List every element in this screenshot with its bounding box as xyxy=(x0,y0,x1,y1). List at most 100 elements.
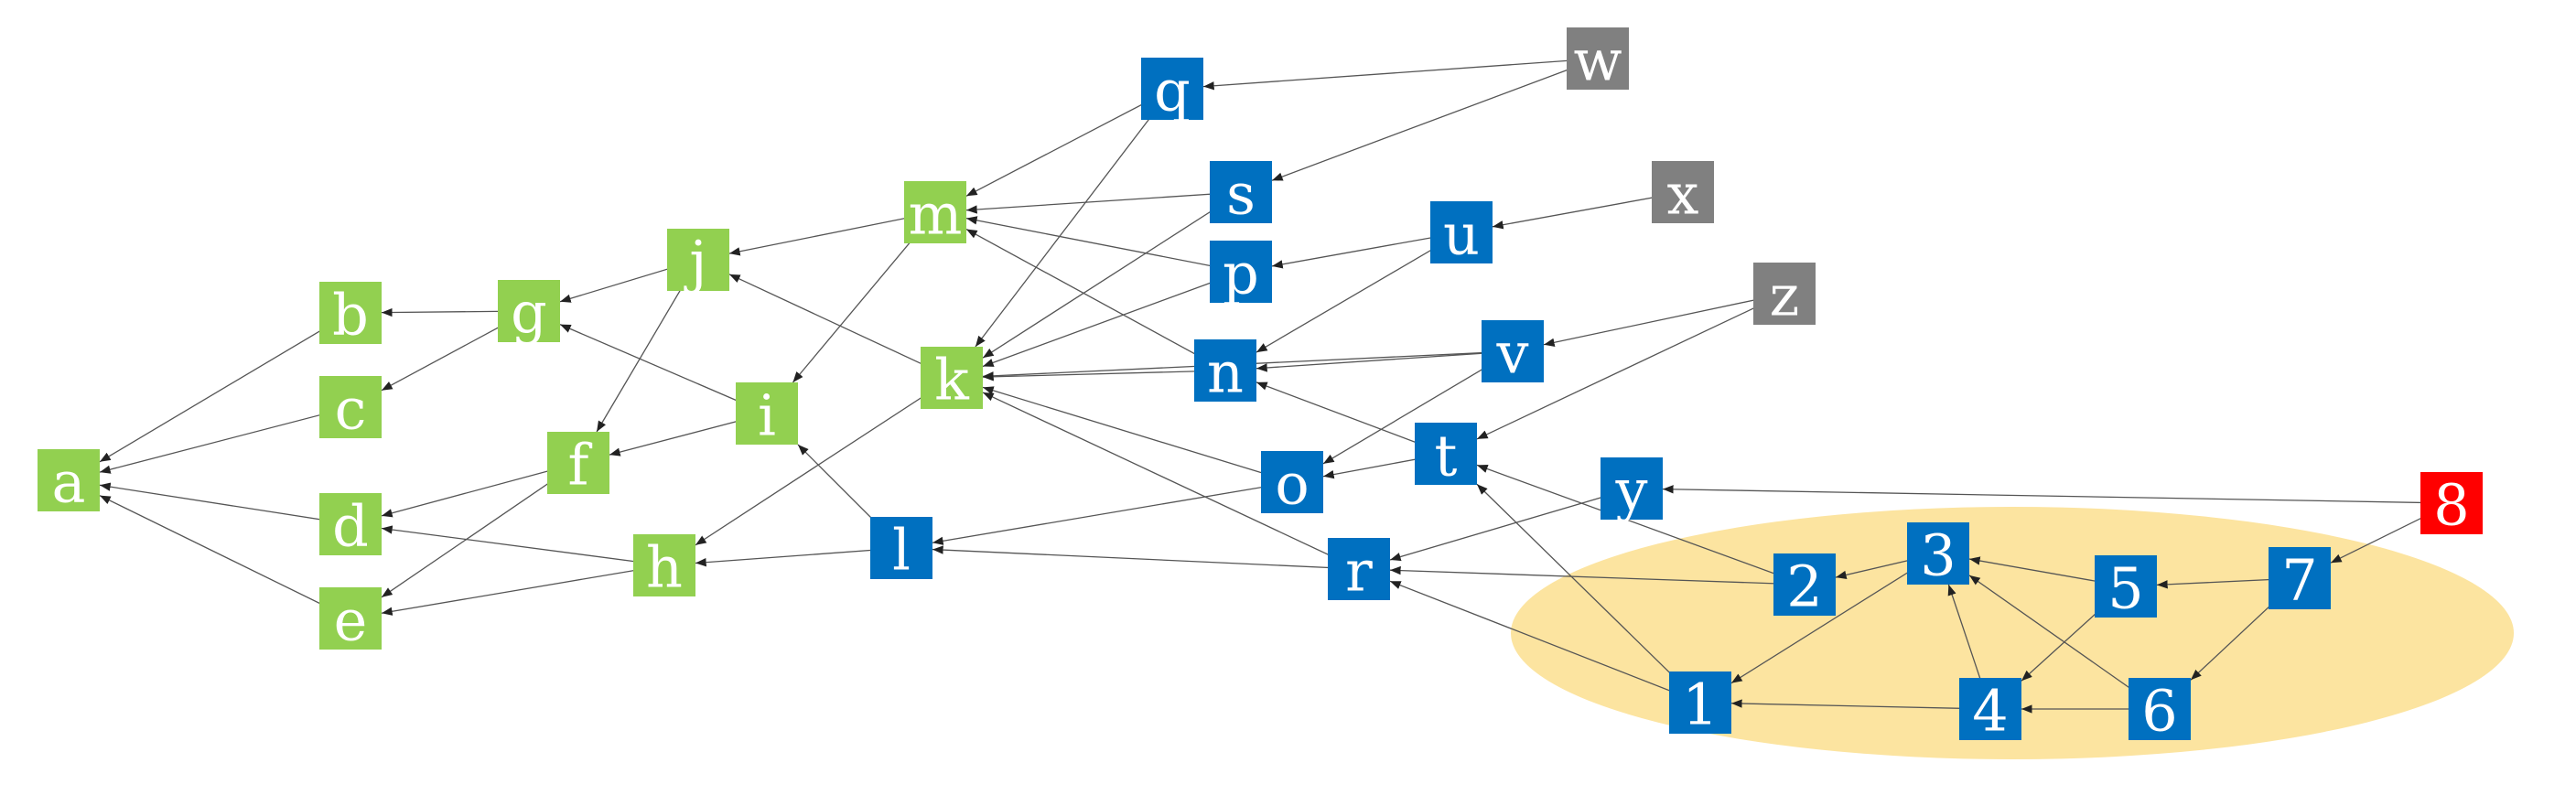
edge-m-to-j xyxy=(728,211,936,256)
edge-d-to-a xyxy=(99,482,351,525)
node-label-r: r xyxy=(1345,538,1373,605)
node-box-h xyxy=(633,534,695,596)
node-x: x xyxy=(1652,161,1714,228)
node-p: p xyxy=(1210,241,1272,307)
edge-y-to-r xyxy=(1389,488,1633,562)
edge-r-to-l xyxy=(932,545,1360,570)
edge-t-to-n xyxy=(1256,381,1447,455)
node-box-2 xyxy=(1773,553,1836,616)
node-1: 1 xyxy=(1669,671,1731,738)
node-box-8 xyxy=(2420,472,2483,534)
node-i: i xyxy=(736,382,798,449)
node-box-c xyxy=(319,376,382,438)
node-label-o: o xyxy=(1275,451,1309,518)
node-label-3: 3 xyxy=(1920,522,1956,589)
node-box-m xyxy=(904,181,966,243)
edge-o-to-l xyxy=(932,481,1293,545)
edge-h-to-e xyxy=(381,564,665,616)
edge-v-to-o xyxy=(1322,350,1514,465)
node-label-d: d xyxy=(332,493,369,560)
node-6: 6 xyxy=(2129,678,2191,745)
edge-8-to-y xyxy=(1662,485,2452,504)
node-label-v: v xyxy=(1495,320,1528,387)
edge-e-to-a xyxy=(99,495,351,619)
node-box-g xyxy=(498,280,560,342)
edge-u-to-n xyxy=(1256,231,1462,353)
edge-v-to-n xyxy=(1256,350,1514,372)
edge-z-to-v xyxy=(1543,293,1785,347)
node-label-i: i xyxy=(758,382,776,449)
node-5: 5 xyxy=(2095,555,2157,622)
node-d: d xyxy=(319,493,382,560)
edge-h-to-d xyxy=(381,525,665,566)
node-box-t xyxy=(1415,423,1477,485)
node-box-r xyxy=(1328,538,1390,600)
node-box-b xyxy=(319,282,382,344)
edge-f-to-d xyxy=(381,462,579,518)
edge-o-to-k xyxy=(982,386,1293,483)
node-box-k xyxy=(921,347,983,409)
node-2: 2 xyxy=(1773,553,1836,620)
edge-i-to-g xyxy=(559,324,768,414)
node-c: c xyxy=(319,376,382,443)
node-box-e xyxy=(319,587,382,650)
node-label-4: 4 xyxy=(1972,678,2008,745)
node-j: j xyxy=(667,229,729,295)
node-box-w xyxy=(1567,27,1629,90)
edge-p-to-m xyxy=(965,216,1242,273)
node-e: e xyxy=(319,587,382,654)
edge-f-to-e xyxy=(381,462,579,598)
node-n: n xyxy=(1194,339,1256,406)
node-m: m xyxy=(904,181,966,248)
node-u: u xyxy=(1430,201,1493,268)
node-label-s: s xyxy=(1226,161,1256,228)
node-7: 7 xyxy=(2269,547,2331,614)
edge-2-to-t xyxy=(1476,464,1805,586)
node-box-q xyxy=(1141,58,1203,120)
node-box-f xyxy=(547,432,609,494)
node-z: z xyxy=(1753,263,1816,329)
highlight-region xyxy=(1511,507,2514,759)
edge-r-to-k xyxy=(982,392,1360,570)
node-box-7 xyxy=(2269,547,2331,609)
node-label-x: x xyxy=(1667,161,1699,228)
edge-2-to-r xyxy=(1389,565,1805,586)
edge-1-to-r xyxy=(1389,580,1701,704)
node-b: b xyxy=(319,282,382,349)
node-box-u xyxy=(1430,201,1493,263)
node-label-k: k xyxy=(934,347,969,414)
node-label-u: u xyxy=(1443,201,1480,268)
edge-q-to-k xyxy=(975,88,1173,348)
node-label-t: t xyxy=(1435,423,1458,489)
edge-w-to-q xyxy=(1202,58,1599,91)
node-label-c: c xyxy=(335,376,367,443)
node-box-3 xyxy=(1907,522,1969,585)
node-k: k xyxy=(921,347,983,414)
node-label-m: m xyxy=(909,181,963,248)
edge-x-to-u xyxy=(1492,191,1684,230)
node-w: w xyxy=(1567,27,1629,94)
node-8: 8 xyxy=(2420,472,2483,539)
edge-q-to-m xyxy=(965,88,1173,197)
node-label-g: g xyxy=(511,280,547,347)
node-r: r xyxy=(1328,538,1390,605)
node-y: y xyxy=(1601,457,1663,524)
node-label-y: y xyxy=(1614,457,1647,524)
node-label-7: 7 xyxy=(2281,547,2317,614)
node-box-z xyxy=(1753,263,1816,325)
node-label-b: b xyxy=(332,282,369,349)
node-box-5 xyxy=(2095,555,2157,618)
node-label-1: 1 xyxy=(1682,671,1718,738)
edge-u-to-p xyxy=(1271,231,1462,269)
node-box-a xyxy=(38,449,100,511)
node-box-i xyxy=(736,382,798,445)
node-box-n xyxy=(1194,339,1256,402)
node-a: a xyxy=(38,449,100,516)
node-box-1 xyxy=(1669,671,1731,734)
node-label-8: 8 xyxy=(2433,472,2469,539)
edge-p-to-k xyxy=(982,271,1242,368)
edge-4-to-1 xyxy=(1730,699,1991,710)
